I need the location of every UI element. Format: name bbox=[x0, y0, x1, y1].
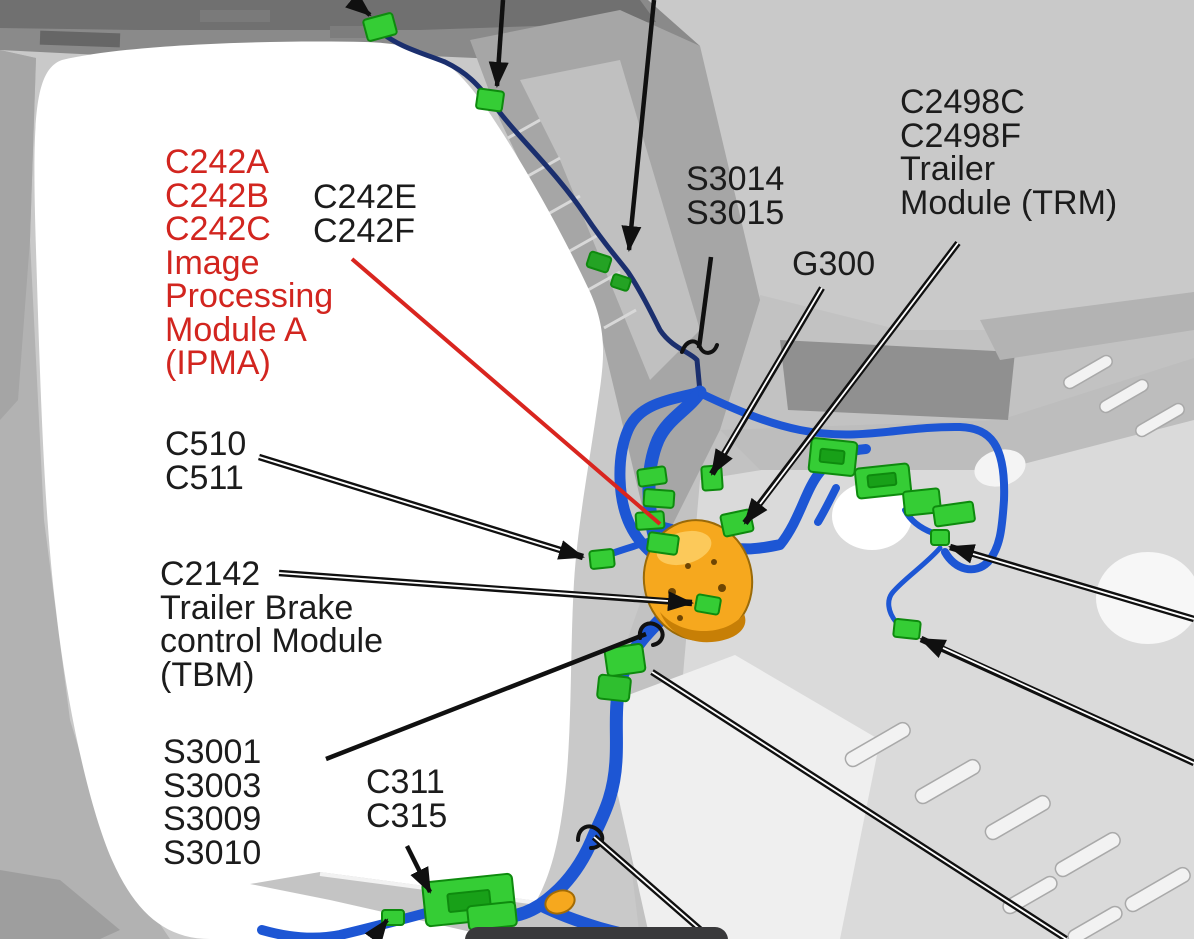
floor-ribs bbox=[844, 354, 1191, 939]
callout-tbm: C2142 Trailer Brake control Module (TBM) bbox=[160, 555, 384, 694]
callout-trm: C2498C C2498F Trailer Module (TRM) bbox=[900, 83, 1118, 222]
connector bbox=[362, 12, 398, 42]
connector-right-upper bbox=[930, 529, 950, 546]
callout-line: S3009 bbox=[163, 800, 262, 838]
connector bbox=[932, 500, 976, 528]
callout-g300: G300 bbox=[792, 245, 876, 283]
callout-line: C2498F bbox=[900, 116, 1021, 155]
connector bbox=[807, 437, 859, 477]
callout-line: Trailer Brake bbox=[160, 588, 354, 627]
callout-ipma: C242A C242B C242C Image Processing Modul… bbox=[165, 143, 334, 382]
callout-line: Module (TRM) bbox=[900, 183, 1118, 222]
rocker-corner bbox=[0, 870, 120, 939]
callout-line: S3010 bbox=[163, 833, 262, 872]
connector bbox=[646, 531, 680, 556]
clip-icon bbox=[637, 621, 665, 647]
harness-top-right-run bbox=[698, 390, 1009, 574]
floor-bright-area bbox=[610, 655, 880, 939]
callout-line: (IPMA) bbox=[165, 344, 271, 382]
roof-band-dark bbox=[0, 0, 656, 30]
callout-line: (TBM) bbox=[160, 655, 255, 694]
leader-top-right bbox=[621, 0, 657, 252]
leader-bottom-left bbox=[364, 918, 389, 939]
callout-line: C315 bbox=[366, 796, 448, 835]
callout-line: C242C bbox=[165, 210, 271, 248]
callout-line: C311 bbox=[366, 763, 445, 801]
left-pillar bbox=[0, 50, 170, 939]
connector bbox=[636, 465, 668, 488]
rear-pillar-inner bbox=[520, 60, 700, 380]
callout-c242ef: C242E C242F bbox=[313, 178, 417, 250]
callout-line: S3001 bbox=[163, 733, 262, 771]
connector-c2142 bbox=[694, 593, 722, 616]
connector bbox=[475, 87, 505, 113]
leader-top-mid bbox=[488, 0, 509, 88]
callout-line: C242A bbox=[165, 143, 269, 181]
callout-line: control Module bbox=[160, 622, 384, 660]
floor-hole bbox=[832, 482, 912, 550]
callout-line: C510 bbox=[165, 425, 247, 463]
leader-s3001 bbox=[325, 631, 647, 762]
callout-line: Image bbox=[165, 243, 260, 282]
bed-side-rail bbox=[980, 292, 1194, 360]
callout-s3014-s3015: S3014 S3015 bbox=[686, 160, 785, 232]
callout-line: C2498C bbox=[900, 83, 1025, 121]
grommet-shade bbox=[660, 612, 746, 643]
callout-line: S3014 bbox=[686, 160, 785, 198]
bed-front-rail bbox=[780, 340, 1015, 420]
connector bbox=[853, 462, 913, 500]
callout-line: S3003 bbox=[163, 766, 262, 805]
callout-c311-c315: C311 C315 bbox=[366, 763, 448, 835]
connector-c510-c511 bbox=[588, 548, 616, 570]
leader-top-left bbox=[345, 0, 372, 17]
callout-line: C2142 bbox=[160, 555, 261, 593]
clip-icon bbox=[576, 824, 605, 850]
left-pillar-shade bbox=[0, 50, 36, 420]
connector-splice-cluster bbox=[596, 673, 632, 703]
callout-line: S3015 bbox=[686, 193, 785, 232]
leader-c311 bbox=[404, 844, 433, 894]
bottom-overlay-bar bbox=[465, 927, 728, 939]
connector bbox=[902, 487, 942, 517]
leader-s3014 bbox=[696, 256, 714, 349]
connector bbox=[642, 488, 676, 509]
grommet-small bbox=[544, 889, 576, 915]
callout-line: G300 bbox=[792, 245, 876, 283]
callout-line: Module A bbox=[165, 310, 307, 349]
connector bbox=[634, 510, 666, 531]
callout-line: Processing bbox=[165, 277, 334, 315]
callout-line: C242E bbox=[313, 178, 417, 216]
roof-wire bbox=[375, 27, 703, 395]
leader-ipma-red bbox=[350, 257, 662, 526]
callout-c510-c511: C510 C511 bbox=[165, 425, 247, 497]
door-opening bbox=[34, 41, 604, 939]
callout-splices: S3001 S3003 S3009 S3010 bbox=[163, 733, 262, 872]
connector bbox=[585, 250, 613, 274]
callout-line: C242B bbox=[165, 176, 269, 215]
harness-thin-right bbox=[886, 545, 943, 625]
floor-highlight-2 bbox=[1096, 552, 1194, 644]
callout-line: C242F bbox=[313, 211, 416, 250]
callout-line: Trailer bbox=[900, 150, 996, 188]
leader-lines bbox=[258, 0, 1194, 939]
harness-cluster-stub-1 bbox=[814, 484, 840, 526]
callout-line: C511 bbox=[165, 458, 244, 497]
connector-splice-cluster bbox=[603, 643, 647, 677]
connector bbox=[610, 273, 632, 292]
connector-right-lower bbox=[892, 617, 922, 641]
